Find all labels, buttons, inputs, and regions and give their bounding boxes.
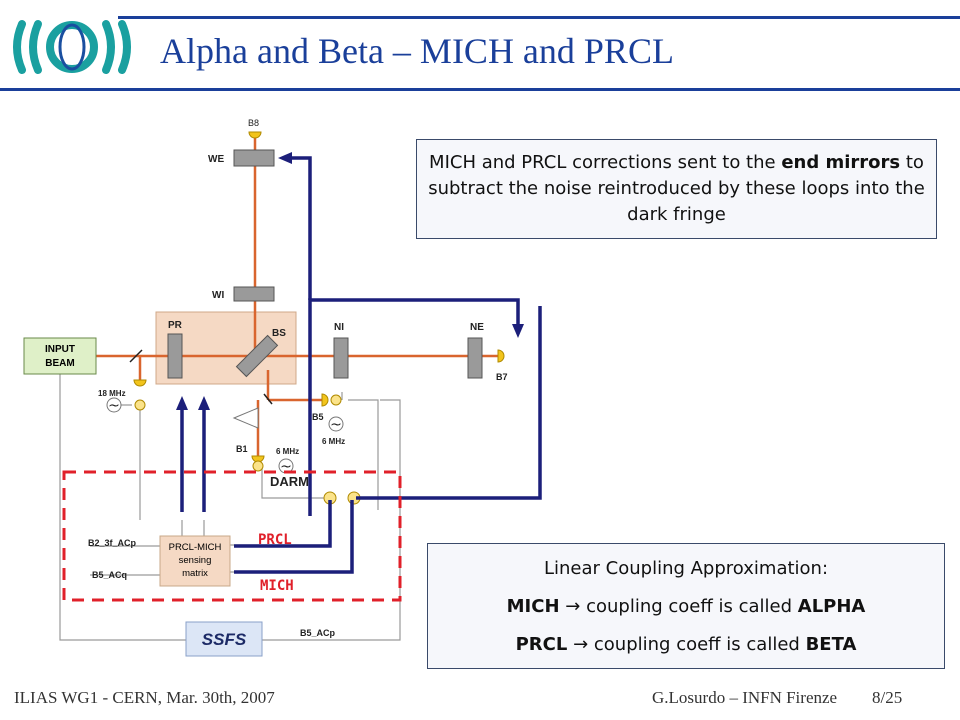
highlight-dashed-box xyxy=(62,470,402,602)
arrow-head-ne xyxy=(512,324,524,338)
label-b5: B5 xyxy=(312,412,324,422)
label-ne: NE xyxy=(470,322,484,333)
input-beam-box xyxy=(23,337,97,375)
alpha-arrow-icon: → xyxy=(565,596,581,617)
interferometer-diagram: INPUT BEAM ~ ~ ~ PRCL-MICH xyxy=(23,118,542,657)
correction-paths xyxy=(180,156,542,574)
mirror-we xyxy=(233,149,275,167)
oscillator-6mhz-b1-symbol: ~ xyxy=(280,459,292,475)
alpha-line-left: MICH xyxy=(506,596,560,617)
mirror-pr xyxy=(167,333,183,379)
footer-author: G.Losurdo – INFN Firenze xyxy=(652,688,838,707)
alpha-bold: ALPHA xyxy=(797,596,866,617)
prism xyxy=(232,407,259,429)
label-mich: MICH xyxy=(260,578,294,594)
virgo-logo xyxy=(8,14,138,80)
note-bottom-heading: Linear Coupling Approximation: xyxy=(543,558,829,579)
label-6mhz-b1: 6 MHz xyxy=(276,447,299,456)
label-prcl: PRCL xyxy=(258,532,292,548)
footer-left: ILIAS WG1 - CERN, Mar. 30th, 2007 xyxy=(14,688,275,707)
sensing-label-2: sensing xyxy=(179,555,212,566)
sensing-label-3: matrix xyxy=(182,568,208,579)
photodiode-b5 xyxy=(321,393,329,407)
arrow-heads xyxy=(176,152,524,410)
oscillator-18mhz xyxy=(106,397,122,413)
note-linear-coupling: Linear Coupling Approximation: MICH → co… xyxy=(427,543,945,669)
label-ni: NI xyxy=(334,322,344,333)
beta-line-right: coupling coeff is called xyxy=(593,634,806,655)
slide-title: Alpha and Beta – MICH and PRCL xyxy=(160,31,674,71)
page-number: 8/25 xyxy=(872,688,903,707)
oscillator-6mhz-b5 xyxy=(328,416,344,432)
label-b5-acq: B5_ACq xyxy=(92,570,127,580)
oscillator-6mhz-b5-symbol: ~ xyxy=(330,417,342,433)
note-bottom-line-alpha: MICH → coupling coeff is called ALPHA xyxy=(428,588,944,626)
photodiode-b8 xyxy=(248,131,262,139)
label-we: WE xyxy=(208,154,224,165)
label-b1: B1 xyxy=(236,444,248,454)
oscillator-18mhz-symbol: ~ xyxy=(108,398,120,414)
title-rule-bottom xyxy=(0,88,960,91)
note-top-bold: end mirrors xyxy=(781,152,901,173)
mirror-wi xyxy=(233,286,275,302)
label-darm: DARM xyxy=(270,474,309,489)
label-pr: PR xyxy=(168,320,183,331)
mixers xyxy=(134,394,361,505)
title-rule-top xyxy=(118,16,960,19)
mixer-b1 xyxy=(252,460,264,472)
sensing-label-1: PRCL-MICH xyxy=(169,542,222,553)
arrow-head-we xyxy=(278,152,292,164)
arrow-head-1 xyxy=(176,396,188,410)
mirrors xyxy=(167,149,483,379)
label-bs: BS xyxy=(272,328,286,339)
input-beam-label-1: INPUT xyxy=(45,344,75,355)
label-b8: B8 xyxy=(248,118,259,128)
mixer-18mhz xyxy=(134,399,146,411)
label-b5-acp: B5_ACp xyxy=(300,628,336,638)
beta-arrow-icon: → xyxy=(573,634,589,655)
pick-off-mirror-2 xyxy=(263,393,273,405)
ssfs-box xyxy=(185,621,263,657)
note-top-text-2: to subtract the noise reintroduced by th… xyxy=(428,152,925,225)
label-b2-3f-acp: B2_3f_ACp xyxy=(88,538,137,548)
beta-line-left: PRCL xyxy=(515,634,568,655)
mirror-ne xyxy=(467,337,483,379)
note-top-text-1: MICH and PRCL corrections sent to the xyxy=(429,152,782,173)
beam-splitter xyxy=(235,334,279,378)
alpha-line-right: coupling coeff is called xyxy=(586,596,798,617)
ssfs-label: SSFS xyxy=(202,630,247,649)
note-bottom-line-beta: PRCL → coupling coeff is called BETA xyxy=(428,626,944,664)
beta-bold: BETA xyxy=(805,634,857,655)
pick-off-mirror xyxy=(129,349,143,363)
mixer-b5 xyxy=(330,394,342,406)
label-6mhz-b5: 6 MHz xyxy=(322,437,345,446)
sensing-matrix-box xyxy=(159,535,231,587)
photodiode-18mhz xyxy=(133,379,147,387)
mirror-ni xyxy=(333,337,349,379)
label-b7: B7 xyxy=(496,372,508,382)
label-wi: WI xyxy=(212,290,224,301)
arrow-head-2 xyxy=(198,396,210,410)
note-end-mirrors: MICH and PRCL corrections sent to the en… xyxy=(416,139,937,239)
input-beam-label-2: BEAM xyxy=(45,358,74,369)
photodiode-b7 xyxy=(497,349,505,363)
label-18mhz: 18 MHz xyxy=(98,389,126,398)
photodiodes xyxy=(133,131,505,463)
